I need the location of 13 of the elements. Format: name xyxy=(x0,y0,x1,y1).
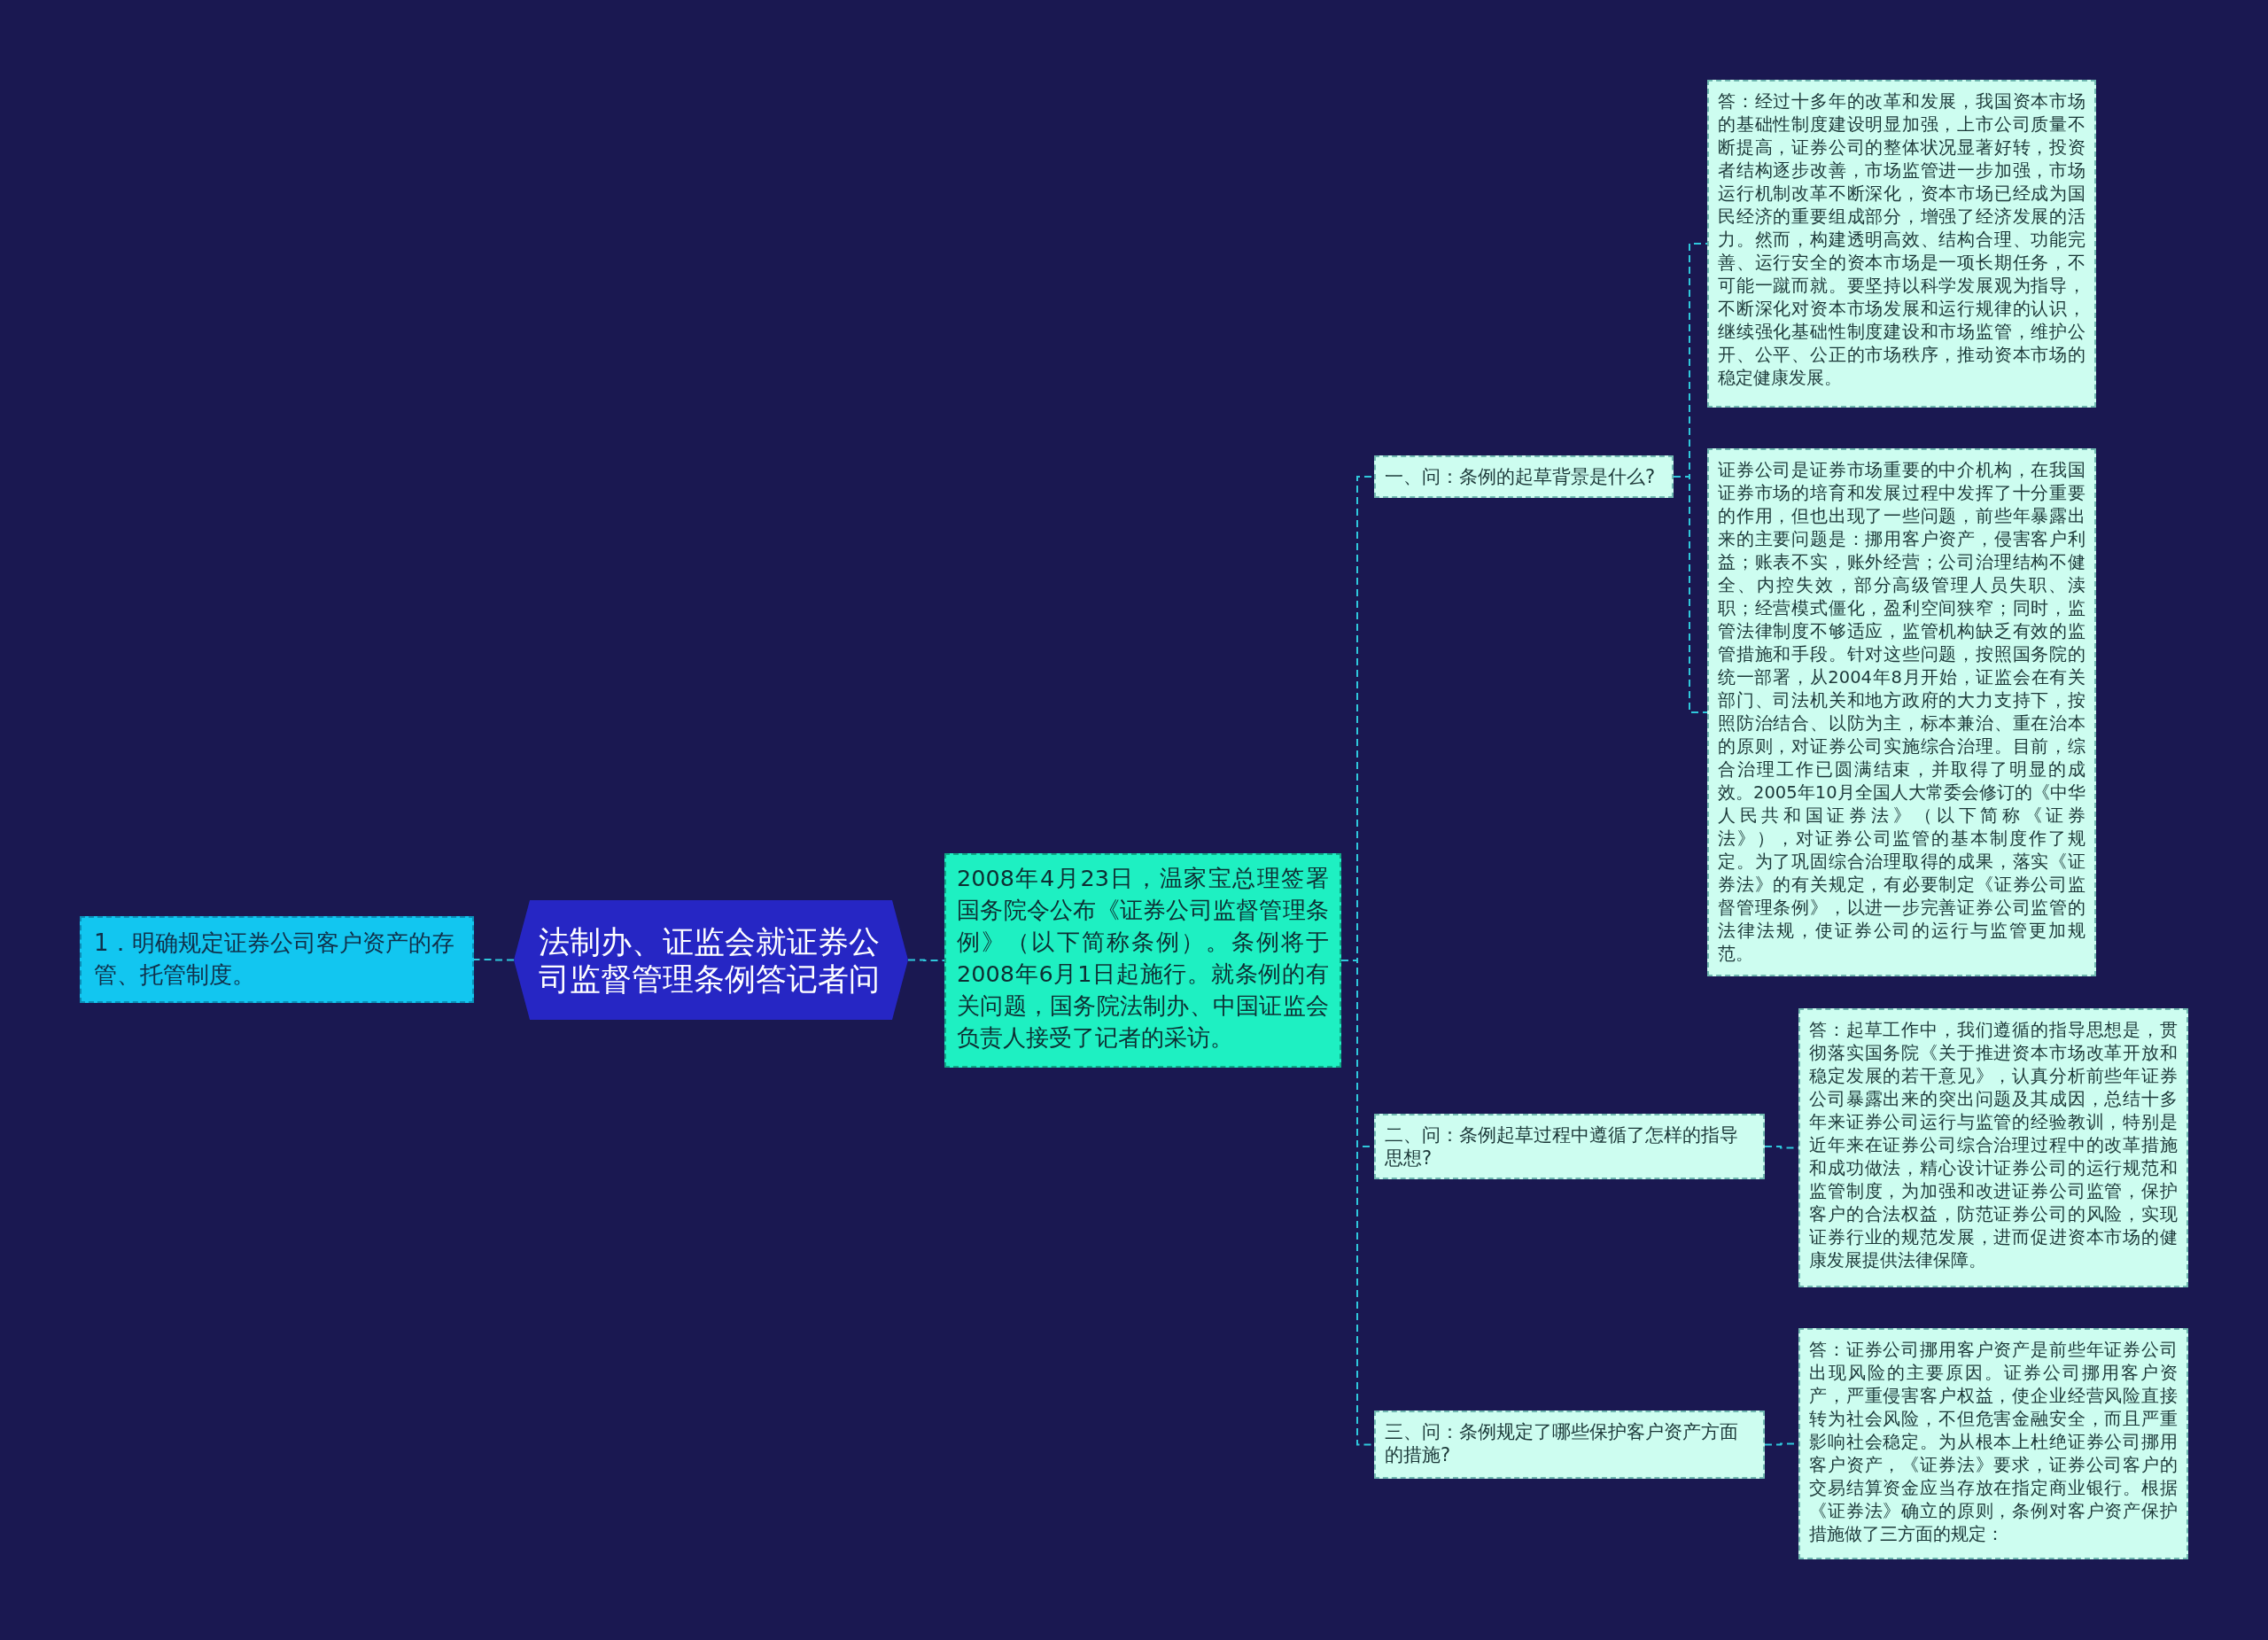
connector-line xyxy=(473,959,515,961)
question-box: 二、问：条例起草过程中遵循了怎样的指导思想? xyxy=(1374,1114,1765,1179)
topic-hexagon: 法制办、证监会就证券公司监督管理条例答记者问 xyxy=(514,900,908,1020)
topic-box: 2008年4月23日，温家宝总理签署国务院令公布《证券公司监督管理条例》（以下简称条例）。条例将于2008年6月1日起施行。就条例的有关问题，国务院法制办、中国证监会负责人接受了记者的采访。 xyxy=(944,853,1341,1068)
answer-box: 答：起草工作中，我们遵循的指导思想是，贯彻落实国务院《关于推进资本市场改革开放和稳定发展的若干意见》，认真分析前些年证券公司暴露出来的突出问题及其成因，总结十多年来证券公司运行与监管的经验教训，特别是近年来在证券公司综合治理过程中的改革措施和成功做法，精心设计证券公司的运行规范和监管制度，为加强和改进证券公司监管，保护客户的合法权益，防范证券公司的风险，实现证券行业的规范发展，进而促进资本市场的健康发展提供法律保障。 xyxy=(1798,1008,2188,1287)
answer-box: 答：证券公司挪用客户资产是前些年证券公司出现风险的主要原因。证券公司挪用客户资产，严重侵害客户权益，使企业经营风险直接转为社会风险，不但危害金融安全，而且严重影响社会稳定。为从根本上杜绝证券公司挪用客户资产，《证券法》要求，证券公司客户的交易结算资金应当存放在指定商业银行。根据《证券法》确立的原则，条例对客户资产保护措施做了三方面的规定： xyxy=(1798,1328,2188,1559)
connector-line xyxy=(1673,476,1708,713)
topic-box: 1．明确规定证券公司客户资产的存管、托管制度。 xyxy=(80,916,474,1003)
question-box: 三、问：条例规定了哪些保护客户资产方面的措施? xyxy=(1374,1411,1765,1479)
answer-box: 答：经过十多年的改革和发展，我国资本市场的基础性制度建设明显加强，上市公司质量不断提高，证券公司的整体状况显著好转，投资者结构逐步改善，市场监管进一步加强，市场运行机制改革不断深化，资本市场已经成为国民经济的重要组成部分，增强了经济发展的活力。然而，构建透明高效、结构合理、功能完善、运行安全的资本市场是一项长期任务，不可能一蹴而就。要坚持以科学发展观为指导，不断深化对资本市场发展和运行规律的认识，继续强化基础性制度建设和市场监管，维护公开、公平、公正的市场秩序，推动资本市场的稳定健康发展。 xyxy=(1707,80,2096,408)
connector-line xyxy=(907,959,945,961)
question-box: 一、问：条例的起草背景是什么? xyxy=(1374,455,1674,498)
answer-box: 证券公司是证券市场重要的中介机构，在我国证券市场的培育和发展过程中发挥了十分重要的作用，但也出现了一些问题，前些年暴露出来的主要问题是：挪用客户资产，侵害客户利益；账表不实，账外经营；公司治理结构不健全、内控失效，部分高级管理人员失职、渎职；经营模式僵化，盈利空间狭窄；同时，监管法律制度不够适应，监管机构缺乏有效的监管措施和手段。针对这些问题，按照国务院的统一部署，从2004年8月开始，证监会在有关部门、司法机关和地方政府的大力支持下，按照防治结合、以防为主，标本兼治、重在治本的原则，对证券公司实施综合治理。目前，综合治理工作已圆满结束，并取得了明显的成效。2005年10月全国人大常委会修订的《中华人民共和国证券法》（以下简称《证券法》），对证券公司监管的基本制度作了规定。为了巩固综合治理取得的成果，落实《证券法》的有关规定，有必要制定《证券公司监督管理条例》，以进一步完善证券公司监管的法律法规，使证券公司的运行与监管更加规范。 xyxy=(1707,448,2096,976)
